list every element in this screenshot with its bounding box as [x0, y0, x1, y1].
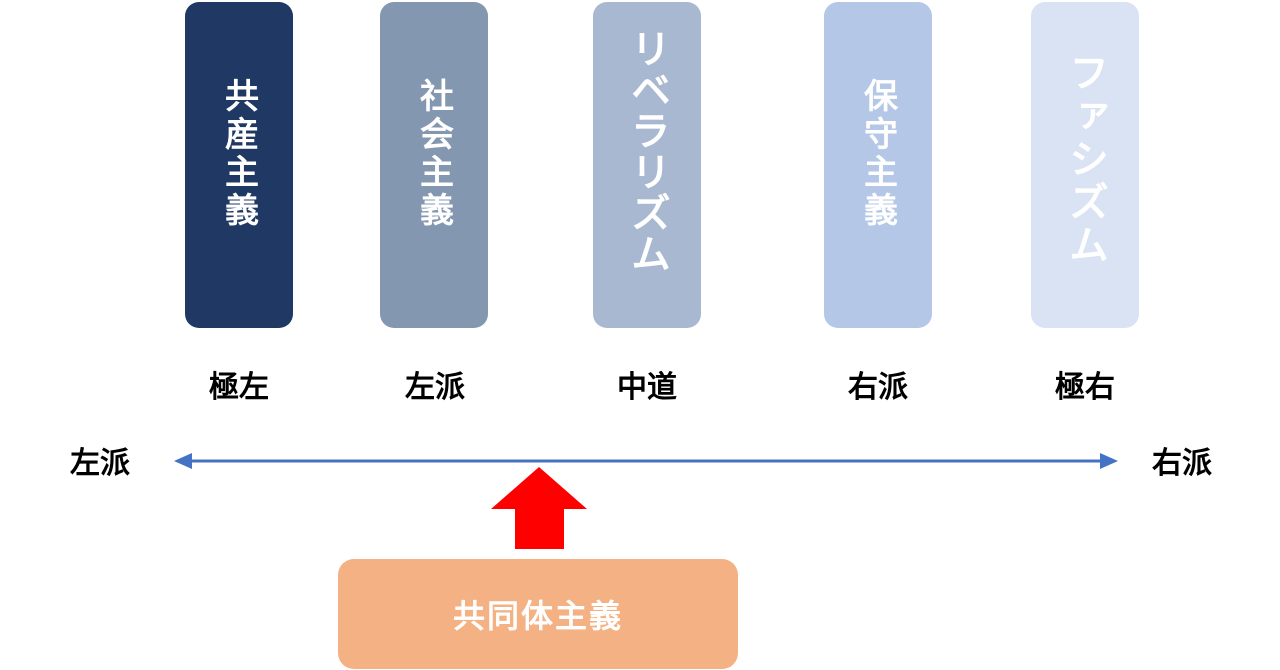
ideology-box-fascism: ファシズム — [1031, 2, 1139, 328]
position-label-far-right: 極右 — [1055, 370, 1115, 405]
up-arrow-pointer — [491, 467, 587, 549]
axis-right-arrowhead — [1100, 453, 1118, 469]
position-label-left: 左派 — [405, 370, 465, 405]
axis-left-label: 左派 — [70, 446, 130, 481]
ideology-label: リベラリズム — [624, 28, 670, 274]
ideology-box-conservatism: 保守主義 — [824, 2, 932, 328]
position-label-right: 右派 — [848, 370, 908, 405]
position-label-center: 中道 — [617, 370, 677, 405]
communitarianism-label: 共同体主義 — [452, 597, 623, 635]
ideology-box-socialism: 社会主義 — [380, 2, 488, 328]
ideology-box-liberalism: リベラリズム — [593, 2, 701, 328]
ideology-label: 共産主義 — [218, 78, 259, 230]
ideology-box-communism: 共産主義 — [185, 2, 293, 328]
communitarianism-box: 共同体主義 — [338, 559, 738, 669]
axis-left-arrowhead — [174, 453, 192, 469]
spectrum-axis-line — [174, 453, 1118, 469]
axis-right-label: 右派 — [1152, 446, 1212, 481]
ideology-label: 社会主義 — [413, 78, 454, 230]
ideology-label: 保守主義 — [857, 78, 898, 230]
position-label-far-left: 極左 — [209, 370, 269, 405]
ideology-label: ファシズム — [1062, 52, 1108, 267]
